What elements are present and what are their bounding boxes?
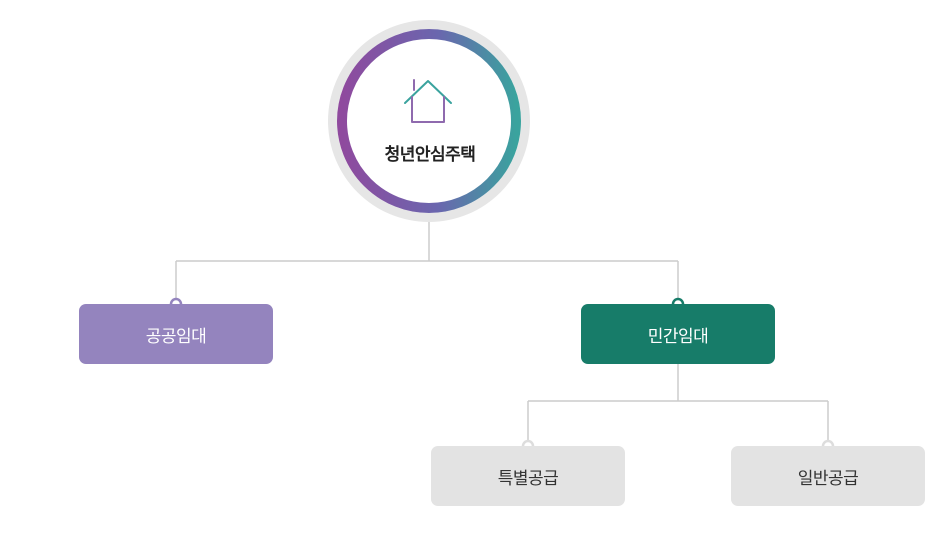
house-icon <box>404 79 452 123</box>
general-supply-box[interactable]: 일반공급 <box>731 446 925 506</box>
public-rental-box[interactable]: 공공임대 <box>79 304 273 364</box>
connector-lines-level1 <box>175 218 679 304</box>
special-supply-box[interactable]: 특별공급 <box>431 446 625 506</box>
private-rental-box[interactable]: 민간임대 <box>581 304 775 364</box>
connector-lines-level2 <box>527 364 829 446</box>
root-label: 청년안심주택 <box>384 145 476 165</box>
